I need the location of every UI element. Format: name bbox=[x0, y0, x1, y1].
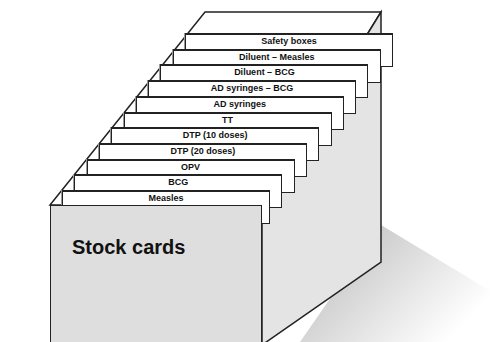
card-label: AD syringes bbox=[137, 98, 343, 110]
box-label: Stock cards bbox=[72, 236, 261, 259]
card-label: TT bbox=[125, 114, 331, 126]
card-label: AD syringes – BCG bbox=[149, 82, 355, 94]
card-label: Measles bbox=[63, 192, 269, 204]
box-front: Stock cards bbox=[50, 205, 262, 342]
card-label: Safety boxes bbox=[186, 35, 392, 47]
card-label: DTP (10 doses) bbox=[112, 129, 318, 141]
card-label: OPV bbox=[88, 161, 294, 173]
card-label: DTP (20 doses) bbox=[100, 145, 306, 157]
card-label: BCG bbox=[75, 176, 281, 188]
card-label: Diluent – Measles bbox=[174, 51, 380, 63]
card-label: Diluent – BCG bbox=[161, 66, 367, 78]
